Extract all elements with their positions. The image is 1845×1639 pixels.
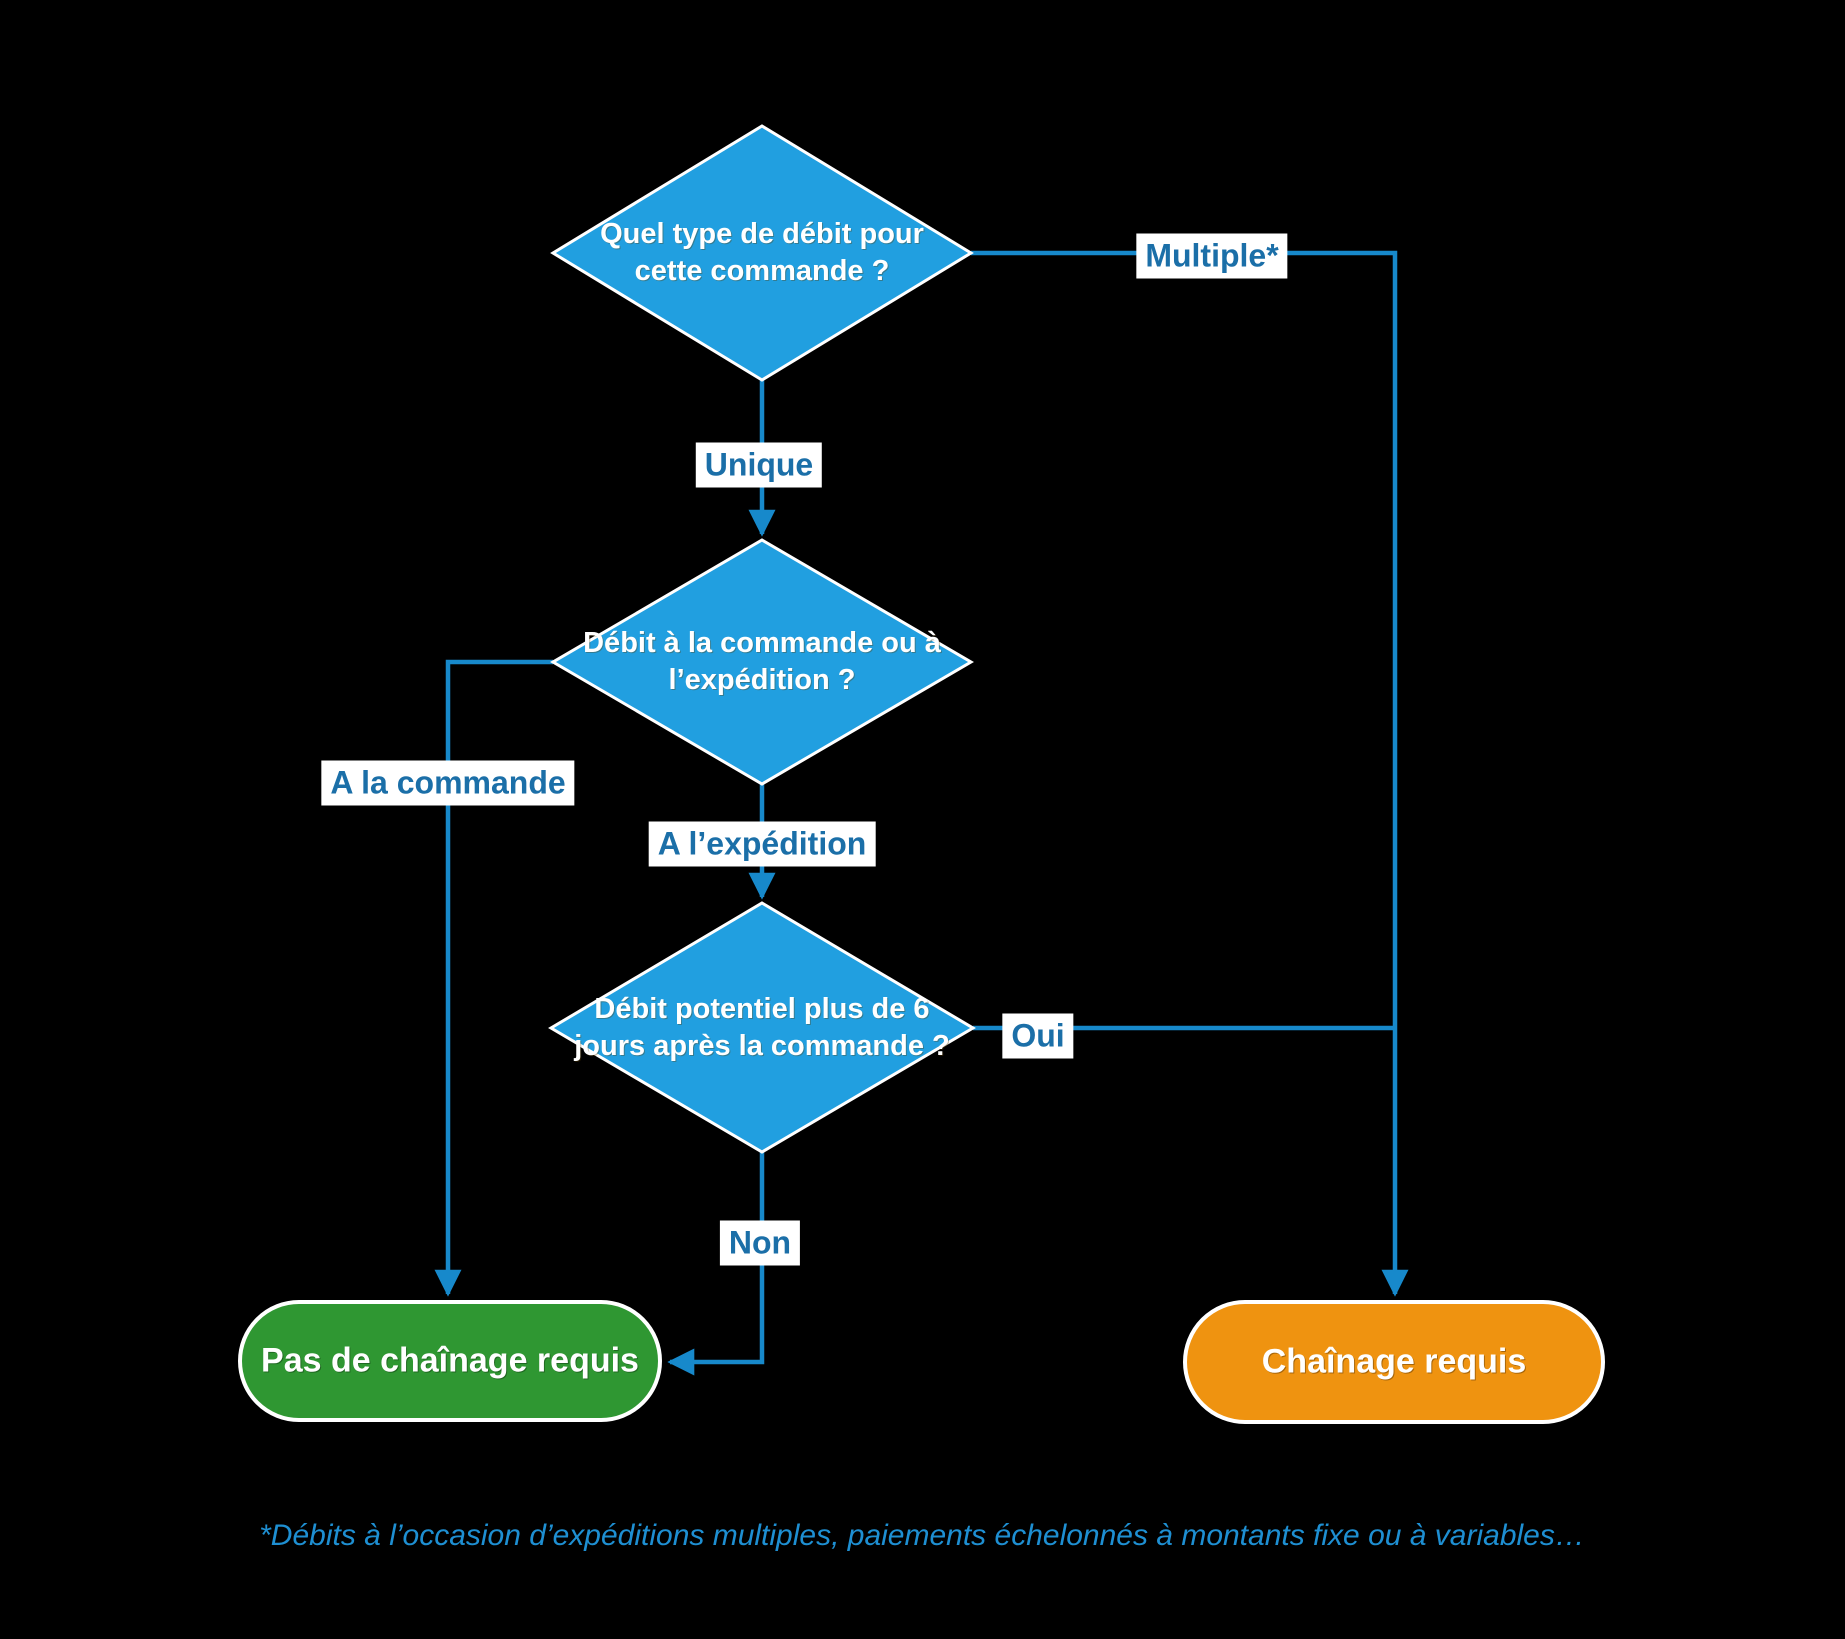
decision-text-line: l’expédition ? <box>668 664 856 696</box>
terminal-text-chainage-requis: Chaînage requis <box>1261 1342 1527 1381</box>
decision-text-type-debit: Quel type de débit pour cette commande ? <box>600 216 924 290</box>
decision-node-type-debit <box>550 124 974 382</box>
footnote-text: *Débits à l’occasion d’expéditions multi… <box>259 1519 1585 1552</box>
terminal-text-pas-de-chainage: Pas de chaînage requis <box>261 1341 639 1380</box>
decision-text-delai-6-jours: Débit potentiel plus de 6 jours après la… <box>574 991 950 1065</box>
edge-label-unique: Unique <box>695 442 823 488</box>
edge-a-la-commande <box>434 659 553 1297</box>
decision-text-line: Débit à la commande ou à <box>583 627 941 659</box>
edge-label-non: Non <box>719 1220 801 1266</box>
decision-node-commande-ou-expedition <box>550 538 974 786</box>
edge-label-multiple: Multiple* <box>1136 233 1288 279</box>
decision-text-line: cette commande ? <box>634 255 890 287</box>
edge-label-oui: Oui <box>1002 1013 1074 1059</box>
edge-label-a-l-expedition: A l’expédition <box>648 821 876 867</box>
decision-node-delai-6-jours <box>548 901 976 1154</box>
decision-text-line: Débit potentiel plus de 6 <box>594 993 930 1025</box>
terminal-node-chainage-requis <box>1183 1300 1605 1424</box>
decision-text-line: Quel type de débit pour <box>600 218 924 250</box>
edge-multiple <box>971 250 1409 1297</box>
edge-label-a-la-commande: A la commande <box>321 760 575 806</box>
decision-text-commande-ou-expedition: Débit à la commande ou à l’expédition ? <box>583 625 941 699</box>
terminal-node-pas-de-chainage <box>238 1300 662 1422</box>
decision-text-line: jours après la commande ? <box>574 1030 950 1062</box>
